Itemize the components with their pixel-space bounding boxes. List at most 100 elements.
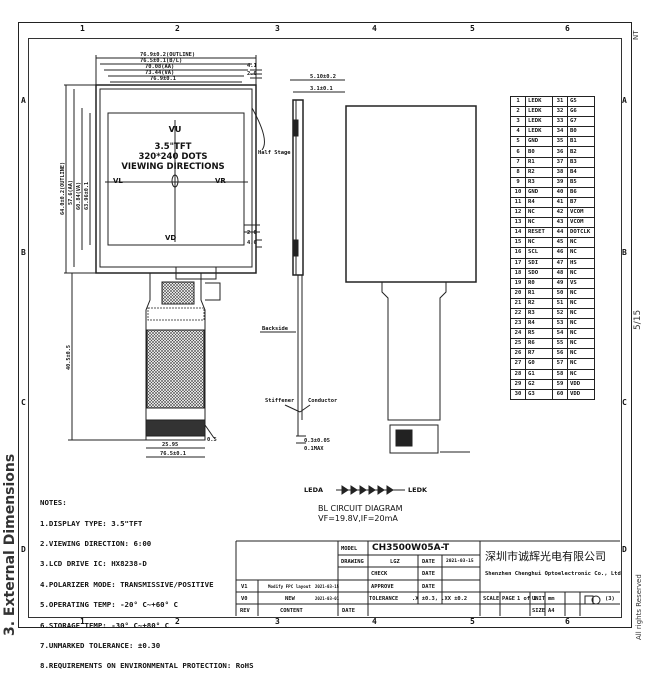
right-dim: 4.6 [247,240,257,246]
pin-signal: B1 [567,136,595,148]
pin-number: 9 [510,176,526,188]
pin-number: 25 [510,338,526,350]
pin-number: 22 [510,307,526,320]
pin-signal: R2 [525,297,553,309]
rev-v0-date: 2021-03-01 [315,596,340,601]
pin-signal: LEDK [525,106,553,118]
grid-row: A [622,96,627,105]
pin-signal: RESET [525,227,553,239]
pin-signal: VDD [567,388,595,400]
pin-number: 34 [552,126,568,138]
rev-v1-date: 2021-03-15 [315,584,340,589]
pin-number: 1 [510,95,526,108]
pin-number: 39 [552,176,568,188]
pin-number: 50 [552,287,568,299]
dir-left: VL [113,177,123,185]
right-dim: 2.0 [247,71,257,77]
pin-number: 43 [552,217,568,229]
pin-signal: GND [525,136,553,148]
pin-signal: GND [525,186,553,198]
pin-signal: LEDK [525,95,553,108]
pin-number: 35 [552,136,568,148]
grid-col: 2 [175,24,180,33]
side-dim: 3.1±0.1 [310,86,333,92]
tb-date: 2021-03-15 [446,559,474,564]
dir-right: VR [215,177,226,185]
pin-number: 15 [510,237,526,249]
pin-signal: B3 [567,156,595,168]
pin-number: 18 [510,267,526,279]
grid-col: 2 [175,617,180,626]
left-dim: 63.96±0.1 [84,181,90,210]
rev-header-content: CONTENT [280,608,303,614]
pin-number: 38 [552,166,568,178]
grid-row: D [622,545,627,554]
tb-date-label: DATE [422,559,435,565]
pin-number: 52 [552,307,568,320]
pin-signal: NC [567,287,595,299]
pin-number: 59 [552,378,568,390]
pin-signal: R0 [525,277,553,289]
pin-signal: NC [567,368,595,380]
pin-signal: VCOM [567,207,595,219]
pin-signal: SDO [525,267,553,279]
pin-signal: NC [567,358,595,370]
tb-company-cn: 深圳市诚辉光电有限公司 [485,550,606,563]
panel-text-3: VIEWING DIRECTIONS [121,162,225,172]
pin-number: 54 [552,328,568,340]
tb-size-label: SIZE [532,608,545,614]
grid-col: 1 [80,24,85,33]
pin-number: 33 [552,116,568,128]
pin-signal: NC [567,328,595,340]
tb-tolerance-label: TOLERANCE [369,596,399,602]
right-dim: 4.1 [247,63,257,69]
pin-signal: R4 [525,318,553,330]
pin-number: 37 [552,156,568,168]
pin-signal: NC [525,237,553,249]
pin-signal: R3 [525,176,553,188]
tb-scale-label: SCALE [483,596,500,602]
pin-number: 3 [510,116,526,128]
note-line: 2.VIEWING DIRECTION: 6:00 [40,539,152,549]
tb-page-of: 1 of 1 [517,596,537,602]
dir-down: VD [165,234,177,242]
pin-signal: B7 [567,196,595,209]
pin-number: 55 [552,338,568,350]
note-line: 8.REQUIREMENTS ON ENVIRONMENTAL PROTECTI… [40,661,254,671]
rev-v0-content: NEW [285,596,295,602]
pin-signal: R2 [525,166,553,178]
pin-number: 56 [552,348,568,360]
pin-signal: R1 [525,156,553,168]
tb-unit: mm [548,596,555,602]
tb-model: CH3500W05A-T [372,543,450,553]
rev-header-date: DATE [342,608,355,614]
rev-header: REV [240,608,250,614]
pin-number: 5 [510,136,526,148]
left-dim: 57.6(AA) [68,180,74,205]
tb-date-label: DATE [422,584,435,590]
pin-signal: B5 [567,176,595,188]
pin-signal: B6 [567,186,595,198]
tail-dim: 40.5±0.5 [66,345,72,370]
note-line: 1.DISPLAY TYPE: 3.5"TFT [40,518,143,528]
pin-signal: R3 [525,307,553,320]
bottom-width: 76.5±0.1 [160,451,186,457]
pin-number: 10 [510,186,526,198]
pin-number: 26 [510,348,526,360]
side-label-conductor: Conductor [308,398,338,404]
pin-signal: G2 [525,378,553,390]
left-dim: 60.84(VA) [76,181,82,210]
tb-drawing-label: DRAWING [341,559,364,565]
bl-title: BL CIRCUIT DIAGRAM [318,504,403,513]
